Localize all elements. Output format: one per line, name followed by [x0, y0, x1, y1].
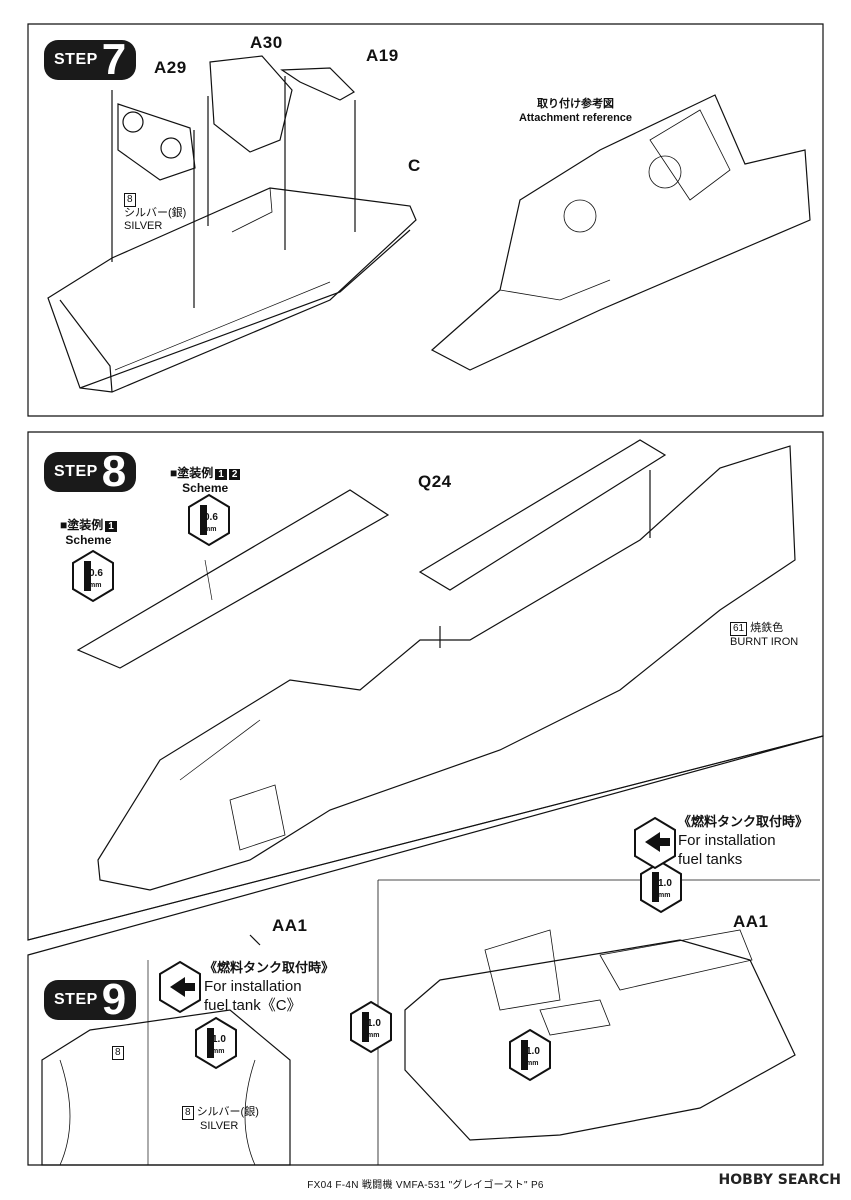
- ref-jp: 取り付け参考図: [537, 98, 614, 110]
- drill-size-f: 1.0 mm: [212, 1034, 226, 1057]
- drill-value: 1.0: [367, 1018, 381, 1029]
- drill-unit: mm: [526, 1060, 539, 1067]
- part-c: C: [408, 156, 421, 175]
- fuel-tank-note: 《燃料タンク取付時》 For installation fuel tank《C》: [204, 958, 334, 1015]
- part-q24: Q24: [418, 472, 452, 491]
- drill-size-c: 1.0 mm: [658, 878, 672, 901]
- fuel-tank-en1: For installation: [204, 978, 302, 995]
- step7-frame: [27, 23, 824, 417]
- step9-frame: [27, 735, 824, 1166]
- step7-badge: STEP 7: [44, 35, 137, 84]
- step7-word: STEP: [54, 51, 98, 68]
- paint-number: 8: [112, 1046, 124, 1060]
- ref-en: Attachment reference: [518, 112, 633, 124]
- page-footer: FX04 F-4N 戦闘機 VMFA-531 "グレイゴースト" P6: [307, 1180, 544, 1191]
- attachment-reference: 取り付け参考図 Attachment reference: [508, 97, 643, 125]
- scheme-label: ■塗装例: [170, 466, 214, 480]
- step8-badge: STEP 8: [44, 447, 137, 496]
- drill-value: 1.0: [658, 878, 672, 889]
- drill-value: 1.0: [526, 1046, 540, 1057]
- drill-value: 0.6: [204, 512, 218, 523]
- fuel-tank-en2: fuel tank《C》: [204, 997, 302, 1014]
- paint-en: BURNT IRON: [730, 636, 799, 648]
- paint-jp: シルバー(銀): [124, 207, 187, 219]
- fuel-tanks-jp: 《燃料タンク取付時》: [678, 814, 809, 829]
- drill-unit: mm: [212, 1048, 225, 1055]
- paint-number: 61: [730, 622, 748, 636]
- step7-paint: 8 シルバー(銀) SILVER: [124, 193, 186, 233]
- fuel-tanks-en1: For installation: [678, 832, 776, 849]
- part-aa1-right: AA1: [733, 912, 769, 931]
- part-a30: A30: [250, 33, 283, 52]
- drill-size-d: 1.0 mm: [367, 1018, 381, 1041]
- step9-paint-a: 8: [112, 1046, 127, 1060]
- scheme-en: Scheme: [182, 481, 229, 495]
- paint-en: SILVER: [124, 220, 163, 232]
- paint-en: SILVER: [200, 1120, 239, 1132]
- drill-size-a: 0.6 mm: [204, 512, 218, 535]
- step8-number: 8: [101, 447, 127, 496]
- scheme-num-2: 2: [228, 469, 241, 480]
- part-aa1-left: AA1: [272, 916, 308, 935]
- fuel-tank-jp: 《燃料タンク取付時》: [204, 960, 335, 975]
- paint-number: 8: [124, 193, 136, 207]
- fuel-tanks-en2: fuel tanks: [678, 851, 743, 868]
- drill-value: 0.6: [89, 568, 103, 579]
- paint-jp: 焼鉄色: [750, 622, 784, 634]
- paint-jp: シルバー(銀): [196, 1106, 259, 1118]
- scheme-label: ■塗装例: [60, 518, 104, 532]
- drill-unit: mm: [204, 526, 217, 533]
- scheme-en: Scheme: [65, 533, 112, 547]
- drill-size-e: 1.0 mm: [526, 1046, 540, 1069]
- drill-size-b: 0.6 mm: [89, 568, 103, 591]
- part-a29: A29: [154, 58, 187, 77]
- drill-unit: mm: [89, 582, 102, 589]
- watermark: HOBBY SEARCH: [718, 1172, 841, 1188]
- drill-unit: mm: [367, 1032, 380, 1039]
- scheme-num-1: 1: [215, 469, 227, 480]
- drill-value: 1.0: [212, 1034, 226, 1045]
- part-a19: A19: [366, 46, 399, 65]
- step9-word: STEP: [54, 991, 98, 1008]
- fuel-tanks-note: 《燃料タンク取付時》 For installation fuel tanks: [678, 812, 808, 869]
- step7-number: 7: [101, 35, 127, 84]
- scheme-num-1: 1: [105, 521, 117, 532]
- drill-unit: mm: [658, 892, 671, 899]
- step8-word: STEP: [54, 463, 98, 480]
- step9-badge: STEP 9: [44, 975, 137, 1024]
- step9-number: 9: [101, 975, 127, 1024]
- paint-number: 8: [182, 1106, 194, 1120]
